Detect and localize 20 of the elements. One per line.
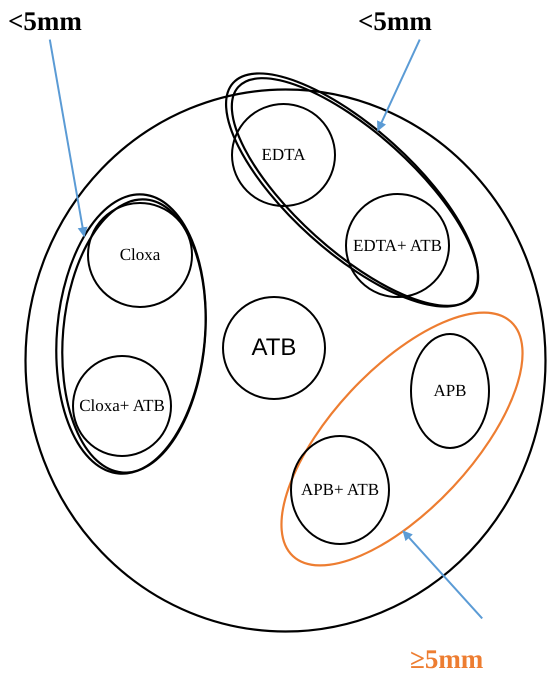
zone-label: <5mm	[8, 6, 103, 38]
disc	[72, 355, 172, 457]
disc	[290, 435, 390, 545]
disc-label: APB	[433, 380, 467, 402]
disc-label: Cloxa+ ATB	[79, 395, 165, 417]
arrow	[376, 39, 421, 132]
disc	[87, 202, 193, 308]
disc-label: ATB	[252, 335, 296, 361]
disc	[231, 103, 336, 207]
disc	[345, 193, 450, 298]
zone-label: <5mm	[358, 6, 453, 38]
zone-label: ≥5mm	[410, 644, 505, 676]
disc	[410, 333, 490, 449]
disc-label: APB+ ATB	[300, 479, 380, 501]
disc-label: Cloxa	[120, 244, 160, 266]
disc-label: EDTA+ ATB	[353, 234, 442, 256]
disc	[222, 296, 326, 400]
arrow	[402, 530, 483, 620]
arrow	[48, 39, 88, 238]
disc-label: EDTA	[262, 144, 306, 166]
